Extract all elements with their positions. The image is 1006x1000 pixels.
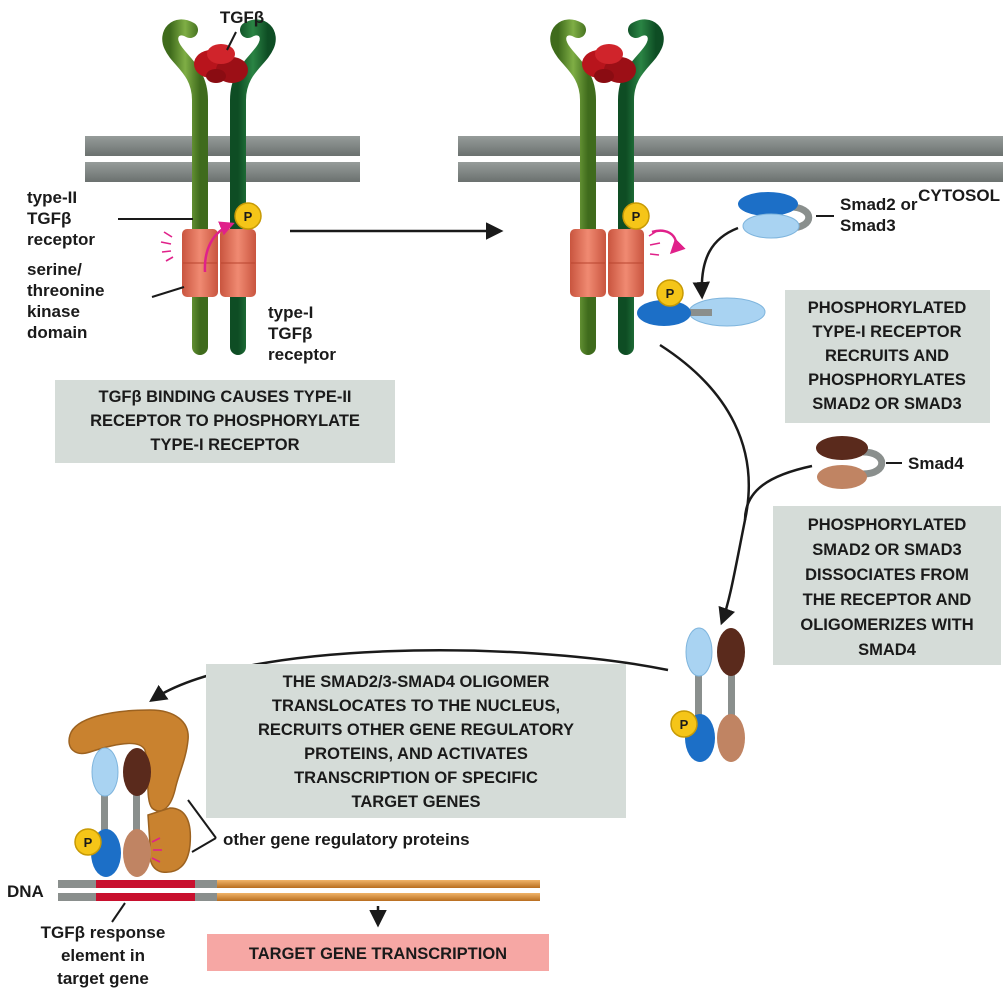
regulatory-protein-lower xyxy=(147,807,192,873)
smad23-bound-receptor: P xyxy=(637,279,766,327)
regulatory-protein-upper xyxy=(68,709,189,812)
plasma-membrane-right xyxy=(458,136,1003,182)
translocation-arrow xyxy=(149,649,669,702)
svg-text:SMAD2 OR SMAD3: SMAD2 OR SMAD3 xyxy=(812,541,961,559)
nuclear-smad-complex: P xyxy=(74,747,162,877)
svg-text:Smad3: Smad3 xyxy=(840,216,896,235)
cytosol-label: CYTOSOL xyxy=(918,186,1000,205)
svg-text:P: P xyxy=(244,209,253,224)
svg-text:THE RECEPTOR AND: THE RECEPTOR AND xyxy=(803,591,972,609)
svg-text:type-I: type-I xyxy=(268,303,313,322)
svg-text:P: P xyxy=(84,835,93,850)
svg-text:P: P xyxy=(680,717,689,732)
step-1-box: TGFβ BINDING CAUSES TYPE-II RECEPTOR TO … xyxy=(55,380,395,463)
svg-text:P: P xyxy=(632,209,641,224)
smad23-free xyxy=(738,192,813,239)
svg-text:TYPE-I RECEPTOR: TYPE-I RECEPTOR xyxy=(812,323,961,341)
svg-text:PHOSPHORYLATES: PHOSPHORYLATES xyxy=(808,371,966,389)
svg-text:TARGET GENE TRANSCRIPTION: TARGET GENE TRANSCRIPTION xyxy=(249,945,507,963)
svg-text:SMAD2 OR SMAD3: SMAD2 OR SMAD3 xyxy=(812,395,961,413)
recruit-arrow xyxy=(692,226,739,300)
svg-text:receptor: receptor xyxy=(268,345,336,364)
tgfb-leader-line xyxy=(226,31,237,51)
phosphorylation-arrow xyxy=(203,221,235,273)
response-element-leader xyxy=(111,902,126,923)
svg-text:PHOSPHORYLATED: PHOSPHORYLATED xyxy=(808,516,967,534)
response-element-top xyxy=(96,880,195,888)
kinase-activity-marks-right xyxy=(648,230,661,256)
smad23-label: Smad2 or Smad3 xyxy=(840,195,918,235)
svg-text:receptor: receptor xyxy=(27,230,95,249)
dna-label: DNA xyxy=(7,882,44,901)
svg-text:TRANSCRIPTION OF SPECIFIC: TRANSCRIPTION OF SPECIFIC xyxy=(294,769,538,787)
type-i-receptor-label: type-I TGFβ receptor xyxy=(268,303,336,364)
svg-text:Smad2 or: Smad2 or xyxy=(840,195,918,214)
smad-oligomer: P xyxy=(670,627,745,762)
svg-text:TGFβ: TGFβ xyxy=(27,209,71,228)
kinase-activity-marks xyxy=(160,231,174,262)
plasma-membrane-left xyxy=(85,136,360,182)
svg-text:TGFβ: TGFβ xyxy=(268,324,312,343)
gene-regulatory-proteins xyxy=(68,709,192,873)
step-2-box: PHOSPHORYLATED TYPE-I RECEPTOR RECRUITS … xyxy=(785,290,990,423)
step-3-box: PHOSPHORYLATED SMAD2 OR SMAD3 DISSOCIATE… xyxy=(773,506,1001,665)
phosphate-right-receptor: P xyxy=(622,202,650,230)
svg-text:OLIGOMERIZES WITH: OLIGOMERIZES WITH xyxy=(800,616,973,634)
svg-text:THE SMAD2/3-SMAD4 OLIGOMER: THE SMAD2/3-SMAD4 OLIGOMER xyxy=(283,673,550,691)
receptor-complex-left: P xyxy=(160,19,276,355)
type-ii-receptor-right xyxy=(550,19,596,355)
kinase-domain-label: serine/ threonine kinase domain xyxy=(27,260,104,342)
svg-text:TGFβ response: TGFβ response xyxy=(41,923,166,942)
svg-text:domain: domain xyxy=(27,323,87,342)
svg-text:RECEPTOR TO PHOSPHORYLATE: RECEPTOR TO PHOSPHORYLATE xyxy=(90,412,360,430)
svg-text:PROTEINS, AND ACTIVATES: PROTEINS, AND ACTIVATES xyxy=(304,745,528,763)
transcription-box: TARGET GENE TRANSCRIPTION xyxy=(207,934,549,971)
svg-text:TYPE-I RECEPTOR: TYPE-I RECEPTOR xyxy=(150,436,299,454)
svg-text:element in: element in xyxy=(61,946,145,965)
type-i-receptor xyxy=(230,19,276,355)
response-element-bottom xyxy=(96,893,195,901)
dissociation-arrow xyxy=(659,343,750,626)
svg-text:target gene: target gene xyxy=(57,969,149,988)
svg-text:RECRUITS AND: RECRUITS AND xyxy=(825,347,949,365)
smad4-join-arrow xyxy=(743,464,813,521)
tgfb-label: TGFβ xyxy=(220,8,264,27)
kinase-leader-line xyxy=(151,286,185,298)
response-element-label: TGFβ response element in target gene xyxy=(41,923,166,988)
svg-text:TARGET GENES: TARGET GENES xyxy=(352,793,481,811)
svg-text:DISSOCIATES FROM: DISSOCIATES FROM xyxy=(805,566,969,584)
svg-text:TGFβ BINDING CAUSES TYPE-II: TGFβ BINDING CAUSES TYPE-II xyxy=(98,388,351,406)
phosphate-left: P xyxy=(234,202,262,230)
svg-text:kinase: kinase xyxy=(27,302,80,321)
svg-text:SMAD4: SMAD4 xyxy=(858,641,917,659)
other-proteins-label: other gene regulatory proteins xyxy=(223,830,470,849)
svg-text:PHOSPHORYLATED: PHOSPHORYLATED xyxy=(808,299,967,317)
svg-text:threonine: threonine xyxy=(27,281,104,300)
smad4-label: Smad4 xyxy=(908,454,964,473)
step-4-box: THE SMAD2/3-SMAD4 OLIGOMER TRANSLOCATES … xyxy=(206,664,626,818)
phosphorylation-arrow-right xyxy=(651,229,686,255)
svg-text:type-II: type-II xyxy=(27,188,77,207)
tgfb-ligand-right xyxy=(582,44,636,83)
type-ii-receptor-label: type-II TGFβ receptor xyxy=(27,188,95,249)
svg-text:RECRUITS OTHER GENE REGULATORY: RECRUITS OTHER GENE REGULATORY xyxy=(258,721,574,739)
type-i-receptor-right xyxy=(618,19,664,355)
svg-text:P: P xyxy=(666,286,675,301)
type-ii-receptor xyxy=(162,19,208,355)
receptor-complex-right: P xyxy=(550,19,686,355)
dna-double-strand xyxy=(58,880,540,901)
svg-text:serine/: serine/ xyxy=(27,260,82,279)
svg-text:TRANSLOCATES TO THE NUCLEUS,: TRANSLOCATES TO THE NUCLEUS, xyxy=(272,697,560,715)
smad4-free xyxy=(816,436,886,489)
